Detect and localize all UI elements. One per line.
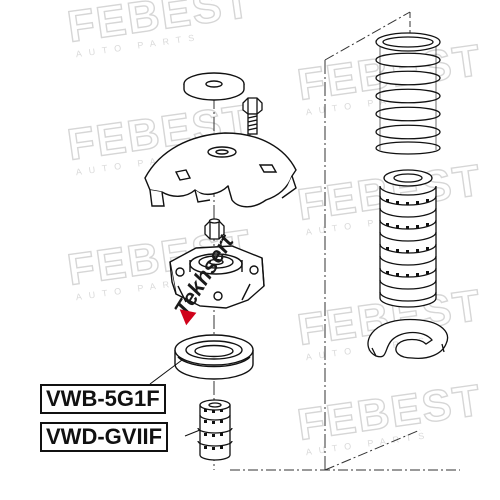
leader-bump-stop: [184, 429, 201, 437]
coil-spring: [375, 32, 441, 155]
heat-shield: [144, 132, 297, 208]
spring-pad: [367, 318, 449, 360]
watermark-7: FEBEST AUTO PARTS: [294, 375, 486, 457]
part-label-bearing: VWB-5G1F: [40, 384, 166, 414]
frame-bottom-diag: [324, 429, 421, 471]
bump-stop: [197, 399, 233, 461]
leader-lines: [149, 359, 201, 437]
center-nut: [204, 218, 225, 240]
leader-bearing: [149, 359, 183, 385]
frame-top-line: [324, 11, 411, 61]
top-washer: [183, 72, 245, 101]
strut-mount: [169, 245, 265, 309]
mounting-bolt: [242, 97, 263, 135]
overlay-stamp-mark: [179, 309, 197, 326]
dust-boot: [379, 169, 437, 308]
assembly-frame: [230, 11, 460, 471]
strut-bearing: [174, 334, 254, 380]
part-label-bump-stop: VWD-GVIIF: [40, 422, 169, 452]
watermark-1: FEBEST AUTO PARTS: [64, 0, 256, 59]
